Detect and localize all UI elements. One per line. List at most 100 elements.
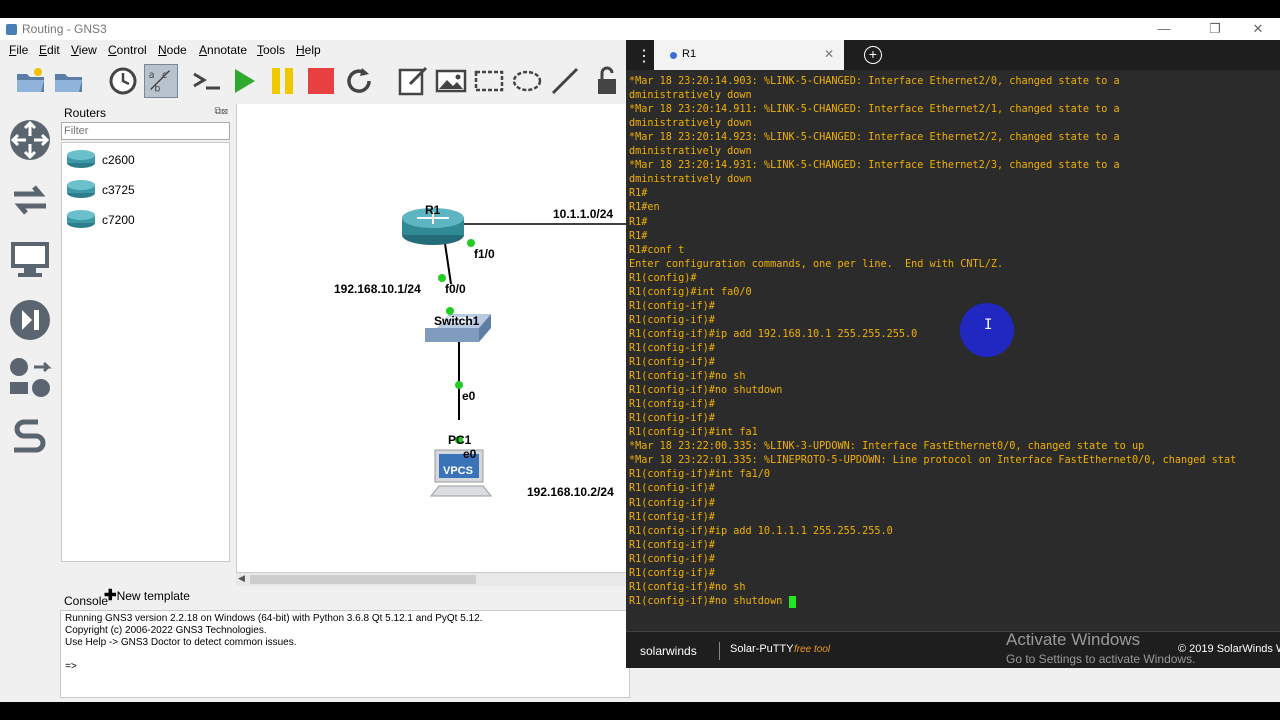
scrollbar-thumb[interactable] [250, 575, 476, 584]
terminal-output[interactable]: *Mar 18 23:20:14.903: %LINK-5-CHANGED: I… [626, 75, 1280, 631]
terminal-line: R1(config)#int fa0/0 [629, 286, 752, 298]
terminal-line: R1(config-if)# [629, 357, 715, 368]
terminal-line: R1(config)# [629, 272, 697, 284]
console-line: Running GNS3 version 2.2.18 on Windows (… [65, 613, 483, 624]
terminal-line: R1(config-if)# [629, 413, 715, 425]
routers-dock: Routers ⧉⊠ c2600 c3725 c7200 ✚New templa… [60, 102, 232, 604]
scroll-left-icon[interactable]: ◀ [238, 573, 245, 583]
router-item-c2600[interactable]: c2600 [64, 147, 224, 173]
letterbox-bar [0, 702, 1280, 720]
terminal-line: dministratively down [629, 146, 752, 158]
terminal-line: R1(config-if)# [629, 342, 715, 354]
pc1[interactable] [429, 449, 493, 497]
svg-text:b: b [154, 83, 160, 94]
terminal-line: R1# [629, 216, 648, 228]
topology-drawing: R1 10.1.1.0/24 f1/0 192.168.10.1/24 f0/0… [334, 203, 628, 499]
menu-view[interactable]: View [71, 43, 97, 57]
link-status-dot [467, 239, 475, 247]
menu-help[interactable]: Help [296, 43, 321, 57]
maximize-button[interactable]: ❐ [1209, 21, 1221, 36]
copyright-text: © 2019 SolarWinds W [1178, 643, 1280, 655]
product-name: Solar-PuTTY [730, 643, 794, 655]
menu-node[interactable]: Node [158, 43, 187, 57]
minimize-button[interactable]: — [1157, 21, 1171, 36]
folder-icon[interactable] [52, 64, 86, 98]
terminal-line: dministratively down [629, 118, 752, 130]
note-icon[interactable] [396, 64, 430, 98]
image-icon[interactable] [434, 64, 468, 98]
terminal-line: R1(config-if)# [629, 497, 715, 509]
play-icon[interactable] [228, 64, 262, 98]
router-item-c7200[interactable]: c7200 [64, 207, 224, 233]
session-tab-r1[interactable]: R1 ✕ [654, 40, 844, 70]
abc-icon[interactable]: acb [144, 64, 178, 98]
pc-e0-label: e0 [463, 447, 477, 461]
console-title: Console [64, 594, 109, 608]
security-icon[interactable] [8, 298, 52, 342]
terminal-line: *Mar 18 23:22:01.335: %LINEPROTO-5-UPDOW… [629, 455, 1237, 467]
link-status-dot [438, 274, 446, 282]
gns3-app-icon [6, 24, 17, 35]
menu-tools[interactable]: Tools [257, 43, 286, 57]
menu-annotate[interactable]: Annotate [199, 43, 248, 57]
new-template-button[interactable]: ✚New template [104, 586, 190, 604]
click-indicator [960, 303, 1014, 357]
footer-divider [719, 642, 720, 660]
terminal-line: R1(config-if)# [629, 314, 715, 326]
new-template-label: New template [116, 589, 190, 603]
putty-footer: solarwinds Solar-PuTTY free tool Activat… [626, 630, 1280, 668]
open-folder-icon[interactable] [14, 64, 48, 98]
rectangle-icon[interactable] [472, 64, 506, 98]
plus-icon: ✚ [104, 587, 117, 604]
switch1-label: Switch1 [434, 314, 480, 328]
canvas-horizontal-scrollbar[interactable]: ◀ [236, 572, 628, 586]
terminal-line: dministratively down [629, 174, 752, 186]
kebab-menu-icon[interactable]: ⋮ [636, 48, 652, 65]
dock-buttons[interactable]: ⧉⊠ [214, 106, 229, 117]
close-tab-icon[interactable]: ✕ [823, 47, 834, 61]
link-status-dot [455, 381, 463, 389]
console-output[interactable]: Running GNS3 version 2.2.18 on Windows (… [60, 610, 630, 698]
terminal-line: Enter configuration commands, one per li… [629, 258, 1004, 270]
lock-icon[interactable] [590, 64, 624, 98]
router-list: c2600 c3725 c7200 [61, 142, 230, 562]
filter-input[interactable] [61, 122, 230, 140]
reload-icon[interactable] [342, 64, 376, 98]
router-r1[interactable] [402, 208, 464, 245]
terminal-line: R1(config-if)# [629, 511, 715, 523]
router-label: c7200 [102, 213, 135, 227]
menu-control[interactable]: Control [108, 43, 147, 57]
router-label: c3725 [102, 183, 135, 197]
pause-icon[interactable] [266, 64, 300, 98]
terminal-line: R1(config-if)#int fa1/0 [629, 469, 771, 481]
terminal-line: R1#conf t [629, 244, 685, 256]
router-item-c3725[interactable]: c3725 [64, 177, 224, 203]
menu-edit[interactable]: Edit [39, 43, 60, 57]
terminal-line: *Mar 18 23:20:14.903: %LINK-5-CHANGED: I… [629, 76, 1120, 87]
title-bar: Routing - GNS3 — ❐ ✕ [0, 18, 1280, 40]
line-icon[interactable] [548, 64, 582, 98]
terminal-line: R1#en [629, 202, 660, 214]
terminal-icon[interactable] [190, 64, 224, 98]
switch1[interactable] [425, 314, 491, 342]
topology-canvas[interactable]: R1 10.1.1.0/24 f1/0 192.168.10.1/24 f0/0… [236, 104, 628, 572]
add-link-icon[interactable] [8, 414, 52, 458]
all-devices-icon[interactable] [8, 356, 52, 400]
terminal-line: R1(config-if)#ip add 192.168.10.1 255.25… [629, 328, 918, 340]
console-line: Use Help -> GNS3 Doctor to detect common… [65, 637, 297, 648]
ellipse-icon[interactable] [510, 64, 544, 98]
new-tab-icon[interactable]: + [864, 46, 882, 64]
close-button[interactable]: ✕ [1252, 21, 1264, 36]
terminal-line: R1(config-if)# [629, 539, 715, 551]
subnet-10-label: 10.1.1.0/24 [553, 207, 613, 221]
stop-icon[interactable] [304, 64, 338, 98]
terminal-line: R1(config-if)#ip add 10.1.1.1 255.255.25… [629, 525, 893, 537]
session-tab-label: R1 [682, 48, 697, 60]
terminal-line: R1(config-if)# [629, 399, 715, 411]
routers-icon[interactable] [8, 118, 52, 162]
router-label: c2600 [102, 153, 135, 167]
switches-icon[interactable] [8, 178, 52, 222]
end-devices-icon[interactable] [8, 236, 52, 280]
menu-file[interactable]: File [9, 43, 29, 57]
clock-icon[interactable] [106, 64, 140, 98]
